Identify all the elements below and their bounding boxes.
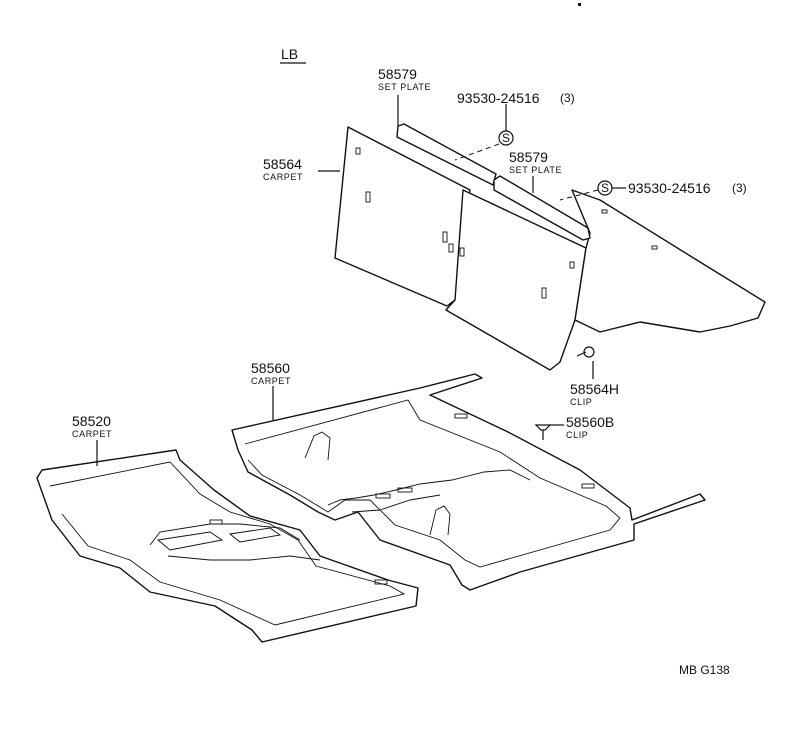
part-number: 58579 (378, 66, 417, 82)
rear-carpet-shelf (571, 189, 766, 333)
panel-hole (541, 287, 547, 299)
floor-hole (209, 519, 223, 525)
quantity: (3) (560, 91, 575, 105)
part-name: CLIP (566, 430, 588, 440)
part-name: SET PLATE (509, 165, 562, 175)
console-opening (156, 531, 224, 551)
part-number: 58560B (566, 414, 614, 430)
part-number: 93530-24516 (457, 90, 540, 106)
variant-label: LB (281, 46, 298, 62)
floor-carpet-front (36, 449, 419, 643)
quantity: (3) (732, 181, 747, 195)
part-number: 58564H (570, 381, 619, 397)
clip-rear-part (576, 346, 595, 358)
rear-carpet-assembly (334, 123, 766, 371)
panel-hole (365, 191, 371, 203)
callout-screw-upper: 93530-24516 (3) (457, 90, 575, 106)
floor-hole (454, 413, 468, 419)
part-name: SET PLATE (378, 82, 431, 92)
floor-carpet-rear-outline (231, 373, 706, 591)
screw-lower-symbol: S (601, 181, 609, 195)
part-number: 58560 (251, 360, 290, 376)
set-plate-right (493, 175, 591, 241)
corner-mark (578, 3, 581, 6)
part-number: 58564 (263, 156, 302, 172)
floor-hole (397, 487, 413, 493)
floor-hole (375, 493, 391, 499)
panel-hole (355, 147, 361, 155)
callout-clip-floor: 58560B CLIP (566, 414, 614, 440)
console-opening (228, 527, 282, 543)
part-name: CLIP (570, 397, 592, 407)
panel-hole (459, 247, 465, 257)
part-name: CARPET (251, 376, 291, 386)
clip-floor-part (534, 424, 552, 440)
floor-carpet-rear (231, 373, 706, 591)
shelf-hole (651, 245, 658, 250)
panel-hole (442, 231, 448, 243)
callout-set-plate-right: 58579 SET PLATE (509, 149, 562, 175)
screw-upper-symbol: S (502, 131, 510, 145)
part-name: CARPET (72, 429, 112, 439)
floor-hole (374, 579, 388, 585)
part-number: 58579 (509, 149, 548, 165)
part-number: 58520 (72, 413, 111, 429)
shelf-hole (601, 209, 608, 214)
callout-carpet-rear: 58564 CARPET (263, 156, 303, 182)
callout-set-plate-left: 58579 SET PLATE (378, 66, 431, 92)
floor-hole (581, 483, 595, 489)
drawing-code: MB G138 (679, 663, 730, 677)
floor-carpet-front-outline (36, 449, 419, 643)
rear-carpet-back-panel-left (334, 126, 471, 307)
callout-carpet-floor-rear: 58560 CARPET (251, 360, 291, 386)
callout-carpet-floor-front: 58520 CARPET (72, 413, 112, 439)
part-number: 93530-24516 (628, 180, 711, 196)
screw-lower: S (597, 180, 613, 196)
screw-upper: S (498, 130, 514, 146)
panel-hole (448, 243, 454, 253)
panel-hole (569, 261, 575, 269)
callout-screw-lower: 93530-24516 (3) (628, 180, 747, 196)
callout-clip-rear: 58564H CLIP (570, 381, 619, 407)
leader-lines (96, 95, 626, 466)
part-name: CARPET (263, 172, 303, 182)
